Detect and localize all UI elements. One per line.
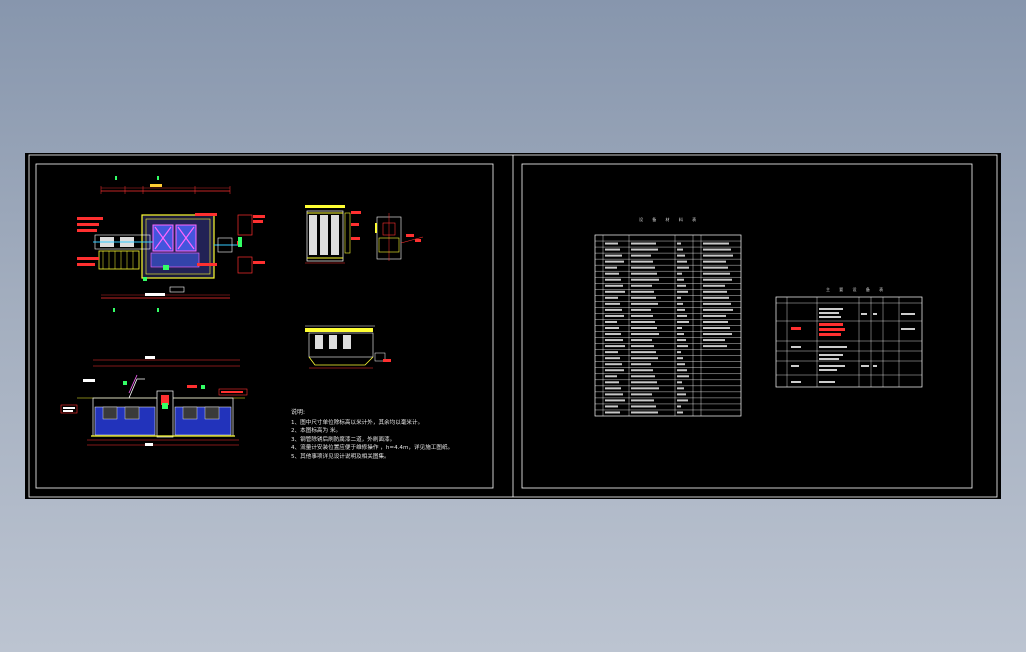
material-table [594,234,742,417]
sheet-2-border [521,163,973,489]
detail-section-b [375,213,424,261]
detail-section-a [305,205,361,264]
note-2: 2、本图标高为 米。 [291,428,342,435]
cad-drawing [28,154,998,498]
sheet-1-border [35,163,494,489]
design-notes: 说明: 1、图中尺寸单位除标高以米计外，其余均以毫米计。 2、本图标高为 米。 … [291,409,491,462]
note-1: 1、图中尺寸单位除标高以米计外，其余均以毫米计。 [291,419,424,426]
note-4: 4、流量计安装位置应便于维修操作 ，h=4.4m，详见施工图纸。 [291,445,454,452]
note-5: 5、其他事项详见设计说明及相关图集。 [291,453,390,460]
detail-section-c [305,325,391,369]
cad-model-viewport[interactable]: 设 备 材 料 表 主 要 设 备 表 说明: 1、图中尺寸单位除标高以米计外，… [25,153,1001,499]
note-3: 3、钢管除锈后刷防腐漆二道，外刷面漆。 [291,436,396,443]
equipment-table [775,296,923,388]
plan-view [77,176,265,312]
material-table-title: 设 备 材 料 表 [639,217,701,222]
notes-title: 说明: [291,409,306,416]
equipment-table-title: 主 要 设 备 表 [826,287,888,292]
main-section-view [60,356,248,446]
